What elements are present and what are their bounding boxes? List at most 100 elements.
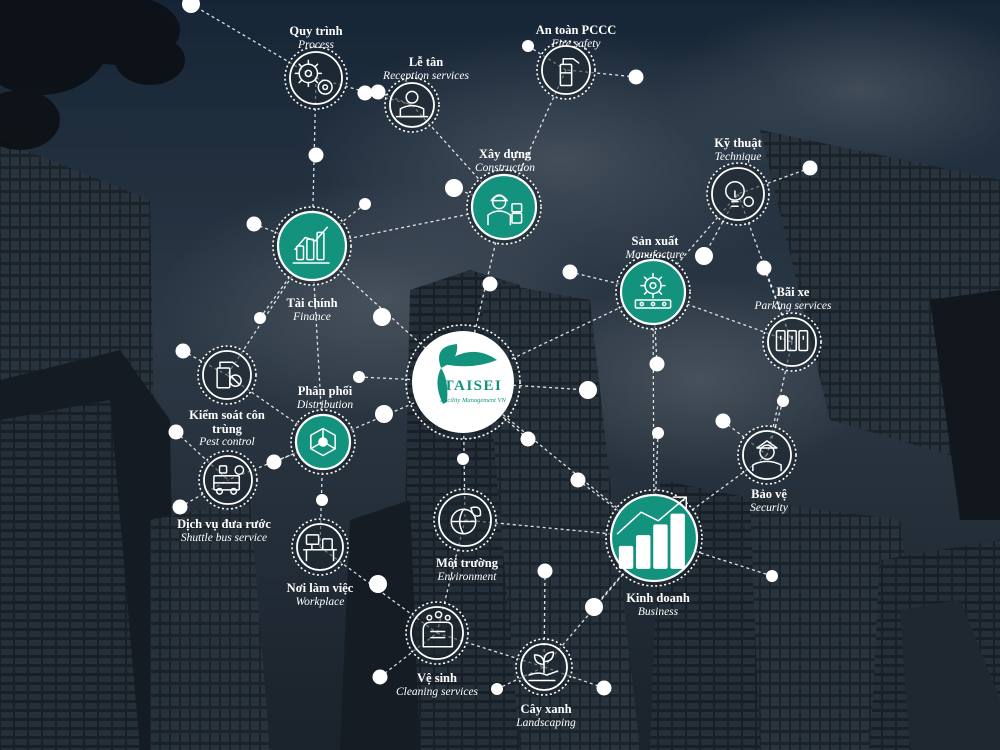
label-vi: Dịch vụ đưa rước <box>177 517 271 531</box>
node-tai-chinh <box>272 206 352 286</box>
label-en: Workplace <box>295 595 345 608</box>
label-en: Fire safety <box>551 37 601 50</box>
network-dot <box>457 453 469 465</box>
network-dot <box>570 472 586 488</box>
connector-line <box>543 666 605 689</box>
label-en: Technique <box>714 150 762 163</box>
network-dot <box>482 276 498 292</box>
node-disc <box>767 317 817 367</box>
label-vi: Sản xuất <box>631 234 679 248</box>
connector-line <box>763 267 793 343</box>
receptionist-icon <box>395 90 429 118</box>
security-guard-icon <box>752 440 782 472</box>
construction-worker-icon <box>487 194 523 226</box>
node-cay-xanh <box>515 638 573 696</box>
label-en: Construction <box>474 161 536 174</box>
network-dot <box>628 69 644 85</box>
distribution-hub-icon <box>310 427 336 457</box>
network-dot <box>182 0 200 13</box>
network-dot <box>537 563 553 579</box>
node-ky-thuat <box>706 162 770 226</box>
label-vi: Tài chính <box>286 296 338 310</box>
node-dich-vu-dua-ruoc <box>198 450 258 510</box>
node-kinh-doanh <box>605 489 703 587</box>
node-disc <box>296 523 344 571</box>
node-disc <box>289 51 343 105</box>
node-disc <box>202 350 252 400</box>
node-kiem-soat-con-trung <box>197 345 257 405</box>
label-vi: Vệ sinh <box>417 671 457 685</box>
node-disc <box>619 258 687 326</box>
network-dot <box>372 669 388 685</box>
office-desk-icon <box>303 534 337 562</box>
node-bao-ve <box>737 425 797 485</box>
network-dot <box>369 575 387 593</box>
node-ring <box>706 162 770 226</box>
label-vi: Bảo vệ <box>751 487 787 501</box>
label-vi: Bãi xe <box>776 285 810 299</box>
network-dot <box>777 395 789 407</box>
conveyor-gear-icon <box>634 272 672 309</box>
node-disc <box>438 493 492 547</box>
node-san-xuat <box>615 254 691 330</box>
node-ring <box>536 40 596 100</box>
label-en: Cleaning services <box>395 685 479 698</box>
label-en: Security <box>750 501 788 514</box>
shuttle-bus-icon <box>213 465 245 495</box>
label-vi: Phân phối <box>297 384 353 398</box>
node-ring <box>762 312 822 372</box>
network-dot <box>579 381 597 399</box>
network-dot <box>168 424 184 440</box>
node-disc <box>410 606 464 660</box>
network-dot <box>357 85 373 101</box>
label-vi: Kiểm soát côn trùng <box>189 408 265 436</box>
network-dot <box>520 431 536 447</box>
label-vi: Kinh doanh <box>626 591 690 605</box>
label-en: Pest control <box>199 436 255 448</box>
logo-ring <box>405 324 521 440</box>
brand-tagline: Facility Management VN <box>439 397 506 404</box>
node-xay-dung <box>466 169 542 245</box>
growth-chart-icon <box>616 496 687 569</box>
node-noi-lam-viec <box>291 518 349 576</box>
finance-bars-icon <box>292 226 330 264</box>
label-en: Parking services <box>754 299 832 312</box>
brand-name: TAISEI <box>444 378 503 394</box>
label-en: Reception services <box>383 69 469 82</box>
label-vi: Xây dựng <box>478 147 532 161</box>
fire-extinguisher-icon <box>559 57 580 87</box>
parking-cars-icon <box>775 329 809 352</box>
node-ring <box>737 425 797 485</box>
network-dot <box>375 405 393 423</box>
network-dot <box>172 499 188 515</box>
globe-leaf-icon <box>450 506 482 535</box>
label-vi: Môi trường <box>436 556 498 570</box>
label-vi: Nơi làm việc <box>286 581 354 595</box>
node-quy-trinh <box>284 46 348 110</box>
node-disc <box>389 82 435 128</box>
label-en: Environment <box>437 570 497 583</box>
gears-icon <box>294 59 333 95</box>
label-en: Business <box>637 605 679 618</box>
node-disc <box>742 430 792 480</box>
pest-sprayer-icon <box>216 361 242 389</box>
network-dot <box>522 40 534 52</box>
network-dot <box>756 260 772 276</box>
center-logo: TAISEI Facility Management VN <box>405 324 521 440</box>
label-en: Landscaping <box>516 716 576 729</box>
network-dot <box>649 356 665 372</box>
node-disc <box>541 45 591 95</box>
node-moi-truong <box>433 488 497 552</box>
node-disc <box>711 167 765 221</box>
